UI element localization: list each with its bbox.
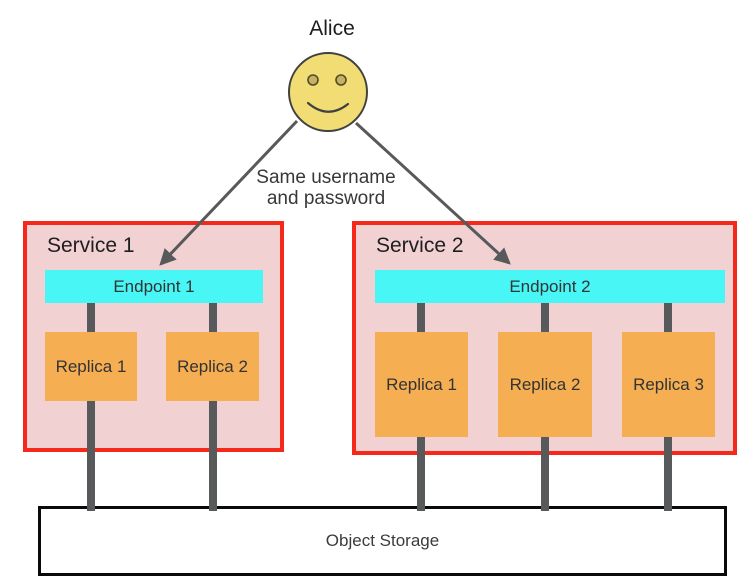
service-2-replica-3: Replica 3 — [622, 332, 715, 437]
right-eye-icon — [335, 74, 347, 86]
credentials-annotation-line2: and password — [266, 188, 386, 209]
object-storage-box: Object Storage — [38, 506, 727, 576]
endpoint-1-label: Endpoint 1 — [113, 276, 195, 296]
service-2-title: Service 2 — [376, 234, 464, 257]
left-eye-icon — [307, 74, 319, 86]
credentials-annotation-line1: Same username — [256, 167, 396, 188]
service-2-replica-1: Replica 1 — [375, 332, 468, 437]
object-storage-label: Object Storage — [325, 531, 440, 550]
replica-label: Replica 2 — [509, 374, 581, 394]
service-1-title: Service 1 — [47, 234, 135, 257]
face-icon — [288, 52, 368, 132]
endpoint-2-bar: Endpoint 2 — [375, 270, 725, 303]
replica-label: Replica 2 — [177, 356, 248, 376]
endpoint-1-bar: Endpoint 1 — [45, 270, 263, 303]
credentials-annotation: Same username and password — [256, 167, 395, 209]
service-1-replica-2: Replica 2 — [166, 332, 259, 401]
replica-label: Replica 1 — [386, 374, 457, 394]
replica-label: Replica 1 — [55, 356, 127, 376]
service-1-replica-1: Replica 1 — [45, 332, 137, 401]
service-2-replica-2: Replica 2 — [498, 332, 592, 437]
endpoint-2-label: Endpoint 2 — [509, 276, 591, 296]
actor-label: Alice — [309, 17, 355, 40]
replica-label: Replica 3 — [633, 374, 704, 394]
smile-icon — [306, 101, 350, 113]
face-circle — [288, 52, 368, 132]
